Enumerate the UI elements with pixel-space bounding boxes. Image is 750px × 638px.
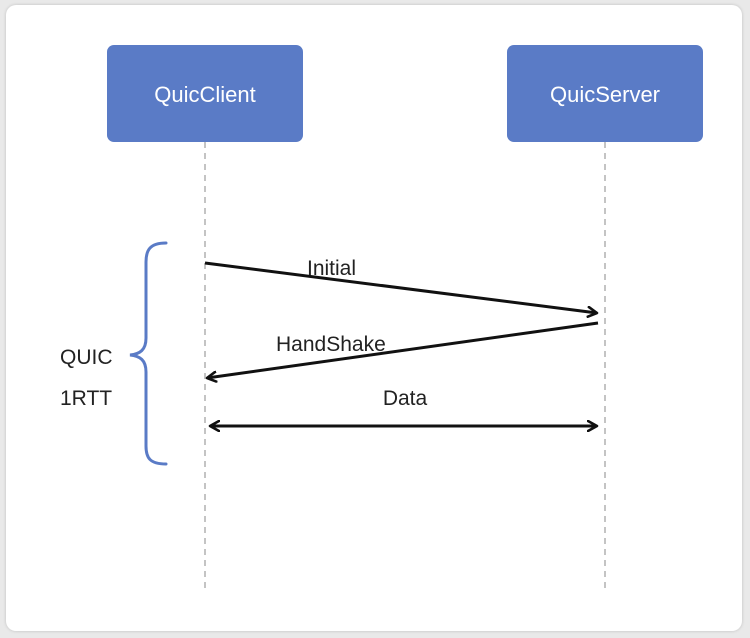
participant-server-label: QuicServer [550, 82, 660, 107]
message-data: Data [210, 387, 597, 426]
phase-label-line2: 1RTT [60, 387, 112, 410]
message-data-label: Data [383, 387, 428, 410]
message-initial-label: Initial [307, 257, 356, 280]
participant-client-box [107, 45, 303, 142]
participant-client: QuicClient [107, 45, 303, 142]
participant-server: QuicServer [507, 45, 703, 142]
message-initial: Initial [204, 257, 597, 313]
phase-label-line1: QUIC [60, 346, 113, 369]
message-initial-arrow [204, 261, 597, 313]
participant-client-label: QuicClient [154, 82, 255, 107]
message-handshake-arrow [207, 321, 599, 378]
message-handshake-label: HandShake [276, 333, 386, 356]
message-handshake: HandShake [207, 321, 599, 378]
participant-server-box [507, 45, 703, 142]
phase-brace [129, 241, 168, 466]
